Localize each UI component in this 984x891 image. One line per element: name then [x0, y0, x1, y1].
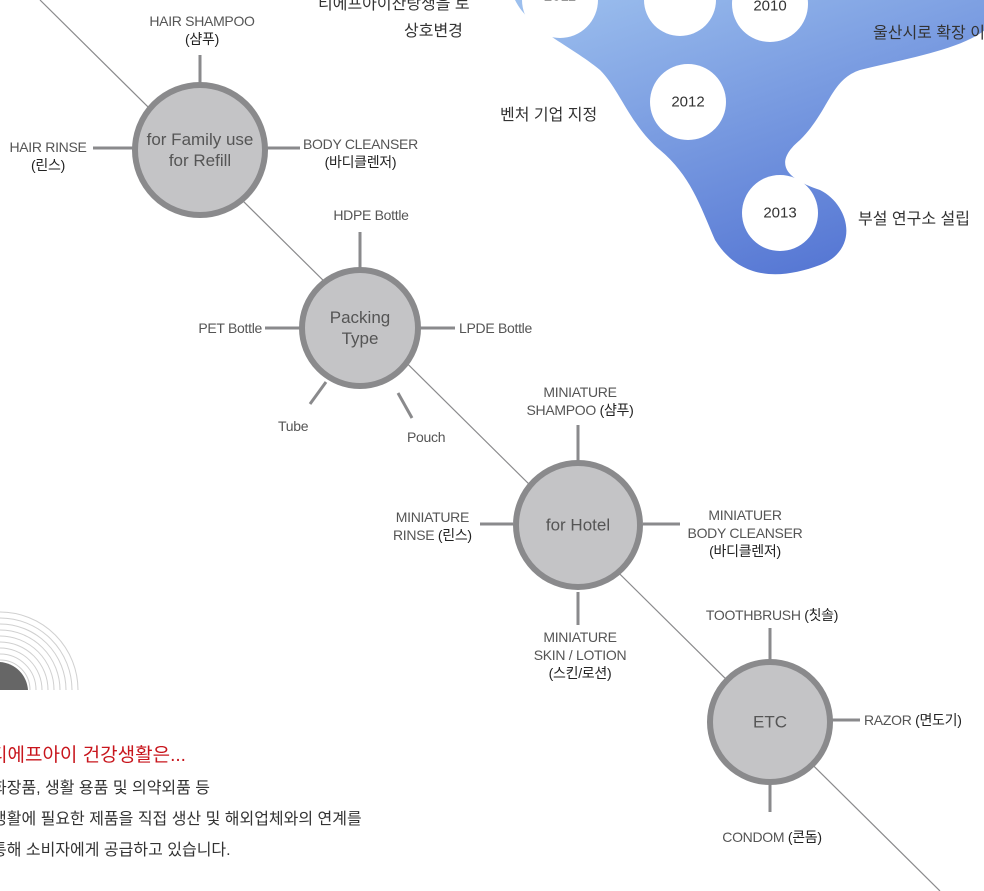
packing-connectors	[265, 232, 455, 419]
history-timeline-blob	[515, 0, 984, 275]
family-hub-line2: for Refill	[168, 151, 232, 170]
hotel-shampoo-ko: (샴푸)	[599, 402, 634, 418]
family-hub-label: for Family use for Refill	[147, 129, 254, 171]
etc-toothbrush-en: TOOTHBRUSH	[705, 607, 801, 623]
hotel-shampoo-line1: MINIATURE	[543, 384, 617, 400]
hotel-skin-ko: (스킨/로션)	[548, 665, 612, 681]
hotel-rinse-ko: (린스)	[437, 527, 472, 543]
packing-hub-line1: Packing	[329, 308, 391, 327]
hotel-skin-label: MINIATURE SKIN / LOTION (스킨/로션)	[534, 628, 627, 682]
history-rename-label: 티에프아이산랑생을 로	[318, 0, 470, 13]
family-body-en: BODY CLEANSER	[303, 136, 418, 152]
etc-condom-ko: (콘돔)	[787, 829, 822, 845]
etc-connectors	[768, 628, 860, 812]
hotel-hub-circle	[513, 460, 643, 590]
hotel-shampoo-en: SHAMPOO	[526, 402, 597, 418]
hotel-hub-label: for Hotel	[545, 515, 611, 535]
hotel-body-ko: (바디클렌저)	[709, 543, 781, 559]
packing-tube-label: Tube	[278, 418, 309, 434]
footer-line-2: 생활에 필요한 제품을 직접 생산 및 해외업체와의 연계를	[0, 811, 362, 828]
family-shampoo-ko: (샴푸)	[185, 31, 219, 47]
hotel-skin-line2: SKIN / LOTION	[533, 647, 627, 663]
hotel-rinse-en: RINSE	[393, 527, 435, 543]
footer-title: 티에프아이 건강생활은...	[0, 745, 186, 766]
hotel-body-label: MINIATUER BODY CLEANSER (바디클렌저)	[688, 506, 803, 560]
history-rename-label-2: 상호변경	[404, 23, 463, 40]
etc-hub-label: ETC	[753, 712, 787, 732]
family-rinse-en: HAIR RINSE	[9, 139, 87, 155]
history-year-2012: 2012	[671, 93, 705, 111]
etc-condom-label: CONDOM (콘돔)	[722, 828, 822, 846]
footer-line-1: 화장품, 생활 용품 및 의약외품 등	[0, 780, 211, 797]
etc-toothbrush-label: TOOTHBRUSH (칫솔)	[705, 606, 839, 624]
packing-hub-line2: Type	[341, 329, 379, 348]
etc-toothbrush-ko: (칫솔)	[804, 607, 839, 623]
etc-condom-en: CONDOM	[722, 829, 785, 845]
history-year-2013: 2013	[763, 204, 797, 222]
family-rinse-ko: (린스)	[31, 157, 65, 173]
etc-razor-label: RAZOR (면도기)	[864, 711, 962, 729]
hotel-connectors	[480, 425, 680, 625]
arc-solid-fill	[0, 662, 28, 690]
history-lab-label: 부설 연구소 설립	[858, 211, 970, 228]
packing-hub-label: Packing Type	[330, 307, 390, 349]
family-hub-circle	[132, 82, 268, 218]
history-year-2010: 2010	[753, 0, 787, 15]
hotel-skin-line1: MINIATURE	[543, 629, 617, 645]
concentric-arcs-decoration	[0, 611, 79, 691]
packing-hub-circle	[299, 267, 421, 389]
family-hub-line1: for Family use	[146, 130, 254, 149]
etc-razor-ko: (면도기)	[915, 712, 962, 728]
etc-razor-en: RAZOR	[864, 712, 912, 728]
family-rinse-label: HAIR RINSE (린스)	[9, 138, 86, 174]
family-body-ko: (바디클렌저)	[324, 154, 397, 170]
hotel-shampoo-label: MINIATURE SHAMPOO (샴푸)	[527, 383, 634, 419]
hotel-body-line2: BODY CLEANSER	[687, 525, 803, 541]
packing-lpde-label: LPDE Bottle	[459, 320, 532, 336]
etc-hub-circle	[707, 659, 833, 785]
hotel-rinse-label: MINIATURE RINSE (린스)	[393, 508, 472, 544]
family-shampoo-label: HAIR SHAMPOO (샴푸)	[149, 12, 255, 48]
history-year-partial: 2011	[544, 0, 576, 5]
packing-pouch-label: Pouch	[407, 429, 446, 445]
footer-line-3: 통해 소비자에게 공급하고 있습니다.	[0, 842, 231, 859]
history-ulsan-label: 울산시로 확장 이	[873, 25, 984, 42]
packing-hdpe-label: HDPE Bottle	[333, 207, 409, 223]
family-body-label: BODY CLEANSER (바디클렌저)	[303, 135, 418, 171]
packing-pet-label: PET Bottle	[198, 320, 262, 336]
hotel-body-line1: MINIATUER	[708, 507, 782, 523]
history-venture-label: 벤처 기업 지정	[500, 107, 598, 124]
hotel-rinse-line1: MINIATURE	[395, 509, 470, 525]
family-shampoo-en: HAIR SHAMPOO	[149, 13, 255, 29]
